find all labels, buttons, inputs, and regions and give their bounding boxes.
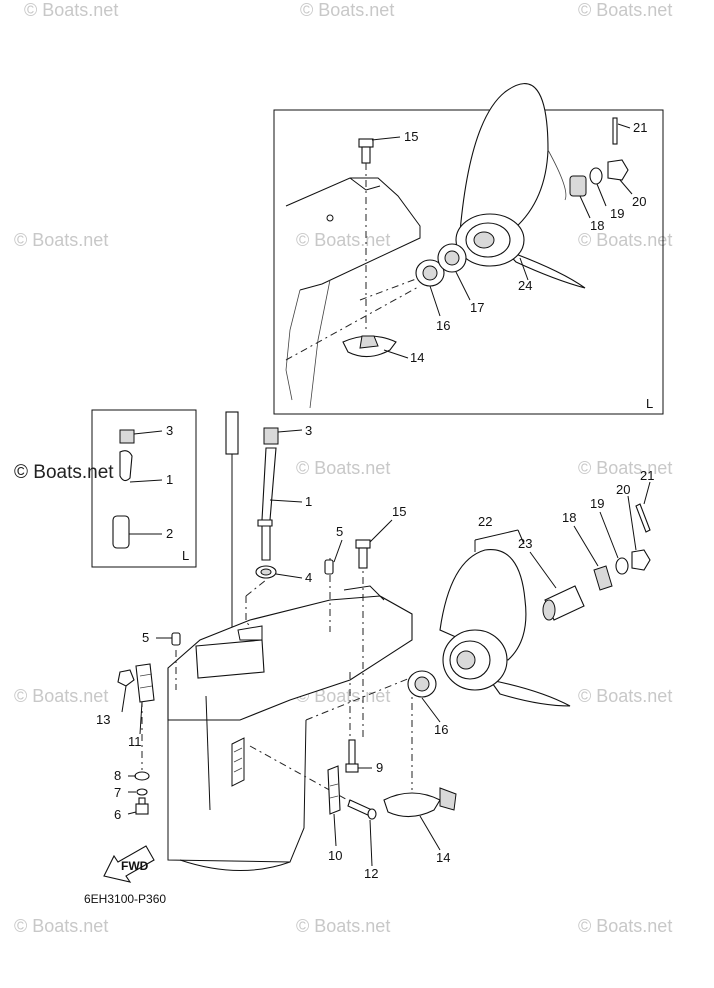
thrust-washer-16 xyxy=(407,670,437,698)
watermark: © Boats.net xyxy=(578,230,672,250)
callout-4: 4 xyxy=(305,570,312,585)
spacer-18 xyxy=(593,565,613,591)
callout-17: 17 xyxy=(470,300,484,315)
watermark: © Boats.net xyxy=(14,686,108,706)
inset-box-label: L xyxy=(182,548,189,563)
callout-20: 20 xyxy=(632,194,646,209)
callout-7: 7 xyxy=(114,785,121,800)
watermark: © Boats.net xyxy=(14,230,108,250)
callout-1: 1 xyxy=(305,494,312,509)
detail-box-label: L xyxy=(646,396,653,411)
watermark: © Boats.net xyxy=(578,458,672,478)
bolt-6 xyxy=(135,797,149,815)
washer-8 xyxy=(134,771,150,781)
cotter-pin-21 xyxy=(635,503,651,533)
callout-23: 23 xyxy=(518,536,532,551)
watermark: © Boats.net xyxy=(578,0,672,20)
thrust-washer-16-detail xyxy=(415,259,445,287)
callout-18: 18 xyxy=(562,510,576,525)
grommet-3-inset xyxy=(119,429,135,444)
dowel-pin-5-top xyxy=(324,559,334,575)
fwd-label: FWD xyxy=(121,859,149,873)
inset-box: L 3 1 2 xyxy=(91,409,197,568)
watermark: © Boats.net xyxy=(24,0,118,20)
callout-3: 3 xyxy=(166,423,173,438)
tube-2-inset xyxy=(112,515,130,549)
watermark: © Boats.net xyxy=(296,230,390,250)
watermark-primary: © Boats.net xyxy=(14,462,114,483)
callout-10: 10 xyxy=(328,848,342,863)
bolt-15-detail xyxy=(358,138,374,330)
watermark: © Boats.net xyxy=(296,686,390,706)
drive-shaft xyxy=(225,411,239,640)
callout-15: 15 xyxy=(404,129,418,144)
bolt-15 xyxy=(355,539,371,569)
spacer-17-detail xyxy=(437,243,467,273)
callout-11: 11 xyxy=(128,734,142,749)
main-assembly: FWD 3 1 4 5 15 5 13 11 8 7 xyxy=(96,411,654,883)
seal-4 xyxy=(255,565,277,579)
callout-15: 15 xyxy=(392,504,406,519)
screw-12 xyxy=(347,799,377,820)
callout-2: 2 xyxy=(166,526,173,541)
water-tube-1 xyxy=(257,427,279,561)
callout-3: 3 xyxy=(305,423,312,438)
spacer-18-detail xyxy=(569,175,587,197)
fwd-arrow: FWD xyxy=(103,845,155,883)
callout-19: 19 xyxy=(610,206,624,221)
dowel-pin-5-left xyxy=(171,632,181,646)
nut-20-detail xyxy=(607,159,629,181)
callout-24: 24 xyxy=(518,278,532,293)
callout-8: 8 xyxy=(114,768,121,783)
watermark: © Boats.net xyxy=(300,0,394,20)
callout-5: 5 xyxy=(142,630,149,645)
anode-14-detail xyxy=(342,335,397,358)
nut-20 xyxy=(631,549,651,571)
watermark: © Boats.net xyxy=(296,458,390,478)
callout-13: 13 xyxy=(96,712,110,727)
callout-21: 21 xyxy=(633,120,647,135)
washer-19 xyxy=(615,557,629,575)
watermark: © Boats.net xyxy=(578,916,672,936)
callout-6: 6 xyxy=(114,807,121,822)
propeller-22 xyxy=(439,549,571,707)
watermark: © Boats.net xyxy=(14,916,108,936)
callout-18: 18 xyxy=(590,218,604,233)
bolt-9 xyxy=(345,739,359,773)
watermark-layer: © Boats.net © Boats.net © Boats.net © Bo… xyxy=(14,0,672,936)
washer-7 xyxy=(136,788,148,796)
callout-9: 9 xyxy=(376,760,383,775)
cotter-pin-21-detail xyxy=(612,117,618,145)
callout-16: 16 xyxy=(434,722,448,737)
callout-14: 14 xyxy=(410,350,424,365)
callout-20: 20 xyxy=(616,482,630,497)
water-intake-grille xyxy=(231,737,245,787)
anode-14 xyxy=(383,787,457,818)
washer-19-detail xyxy=(589,167,603,185)
callout-5: 5 xyxy=(336,524,343,539)
water-tube-1-inset xyxy=(119,450,133,482)
diagram-code: 6EH3100-P360 xyxy=(84,892,166,906)
callout-22: 22 xyxy=(478,514,492,529)
bushing-23 xyxy=(542,585,585,621)
callout-14: 14 xyxy=(436,850,450,865)
callout-16: 16 xyxy=(436,318,450,333)
watermark: © Boats.net xyxy=(578,686,672,706)
callout-1: 1 xyxy=(166,472,173,487)
watermark: © Boats.net xyxy=(296,916,390,936)
propeller-24-detail xyxy=(455,83,586,289)
callout-21: 21 xyxy=(640,468,654,483)
callout-12: 12 xyxy=(364,866,378,881)
nut-13 xyxy=(117,669,135,687)
bracket-11 xyxy=(135,663,155,703)
callout-19: 19 xyxy=(590,496,604,511)
bracket-10 xyxy=(327,765,341,815)
detail-box: L xyxy=(273,83,664,415)
